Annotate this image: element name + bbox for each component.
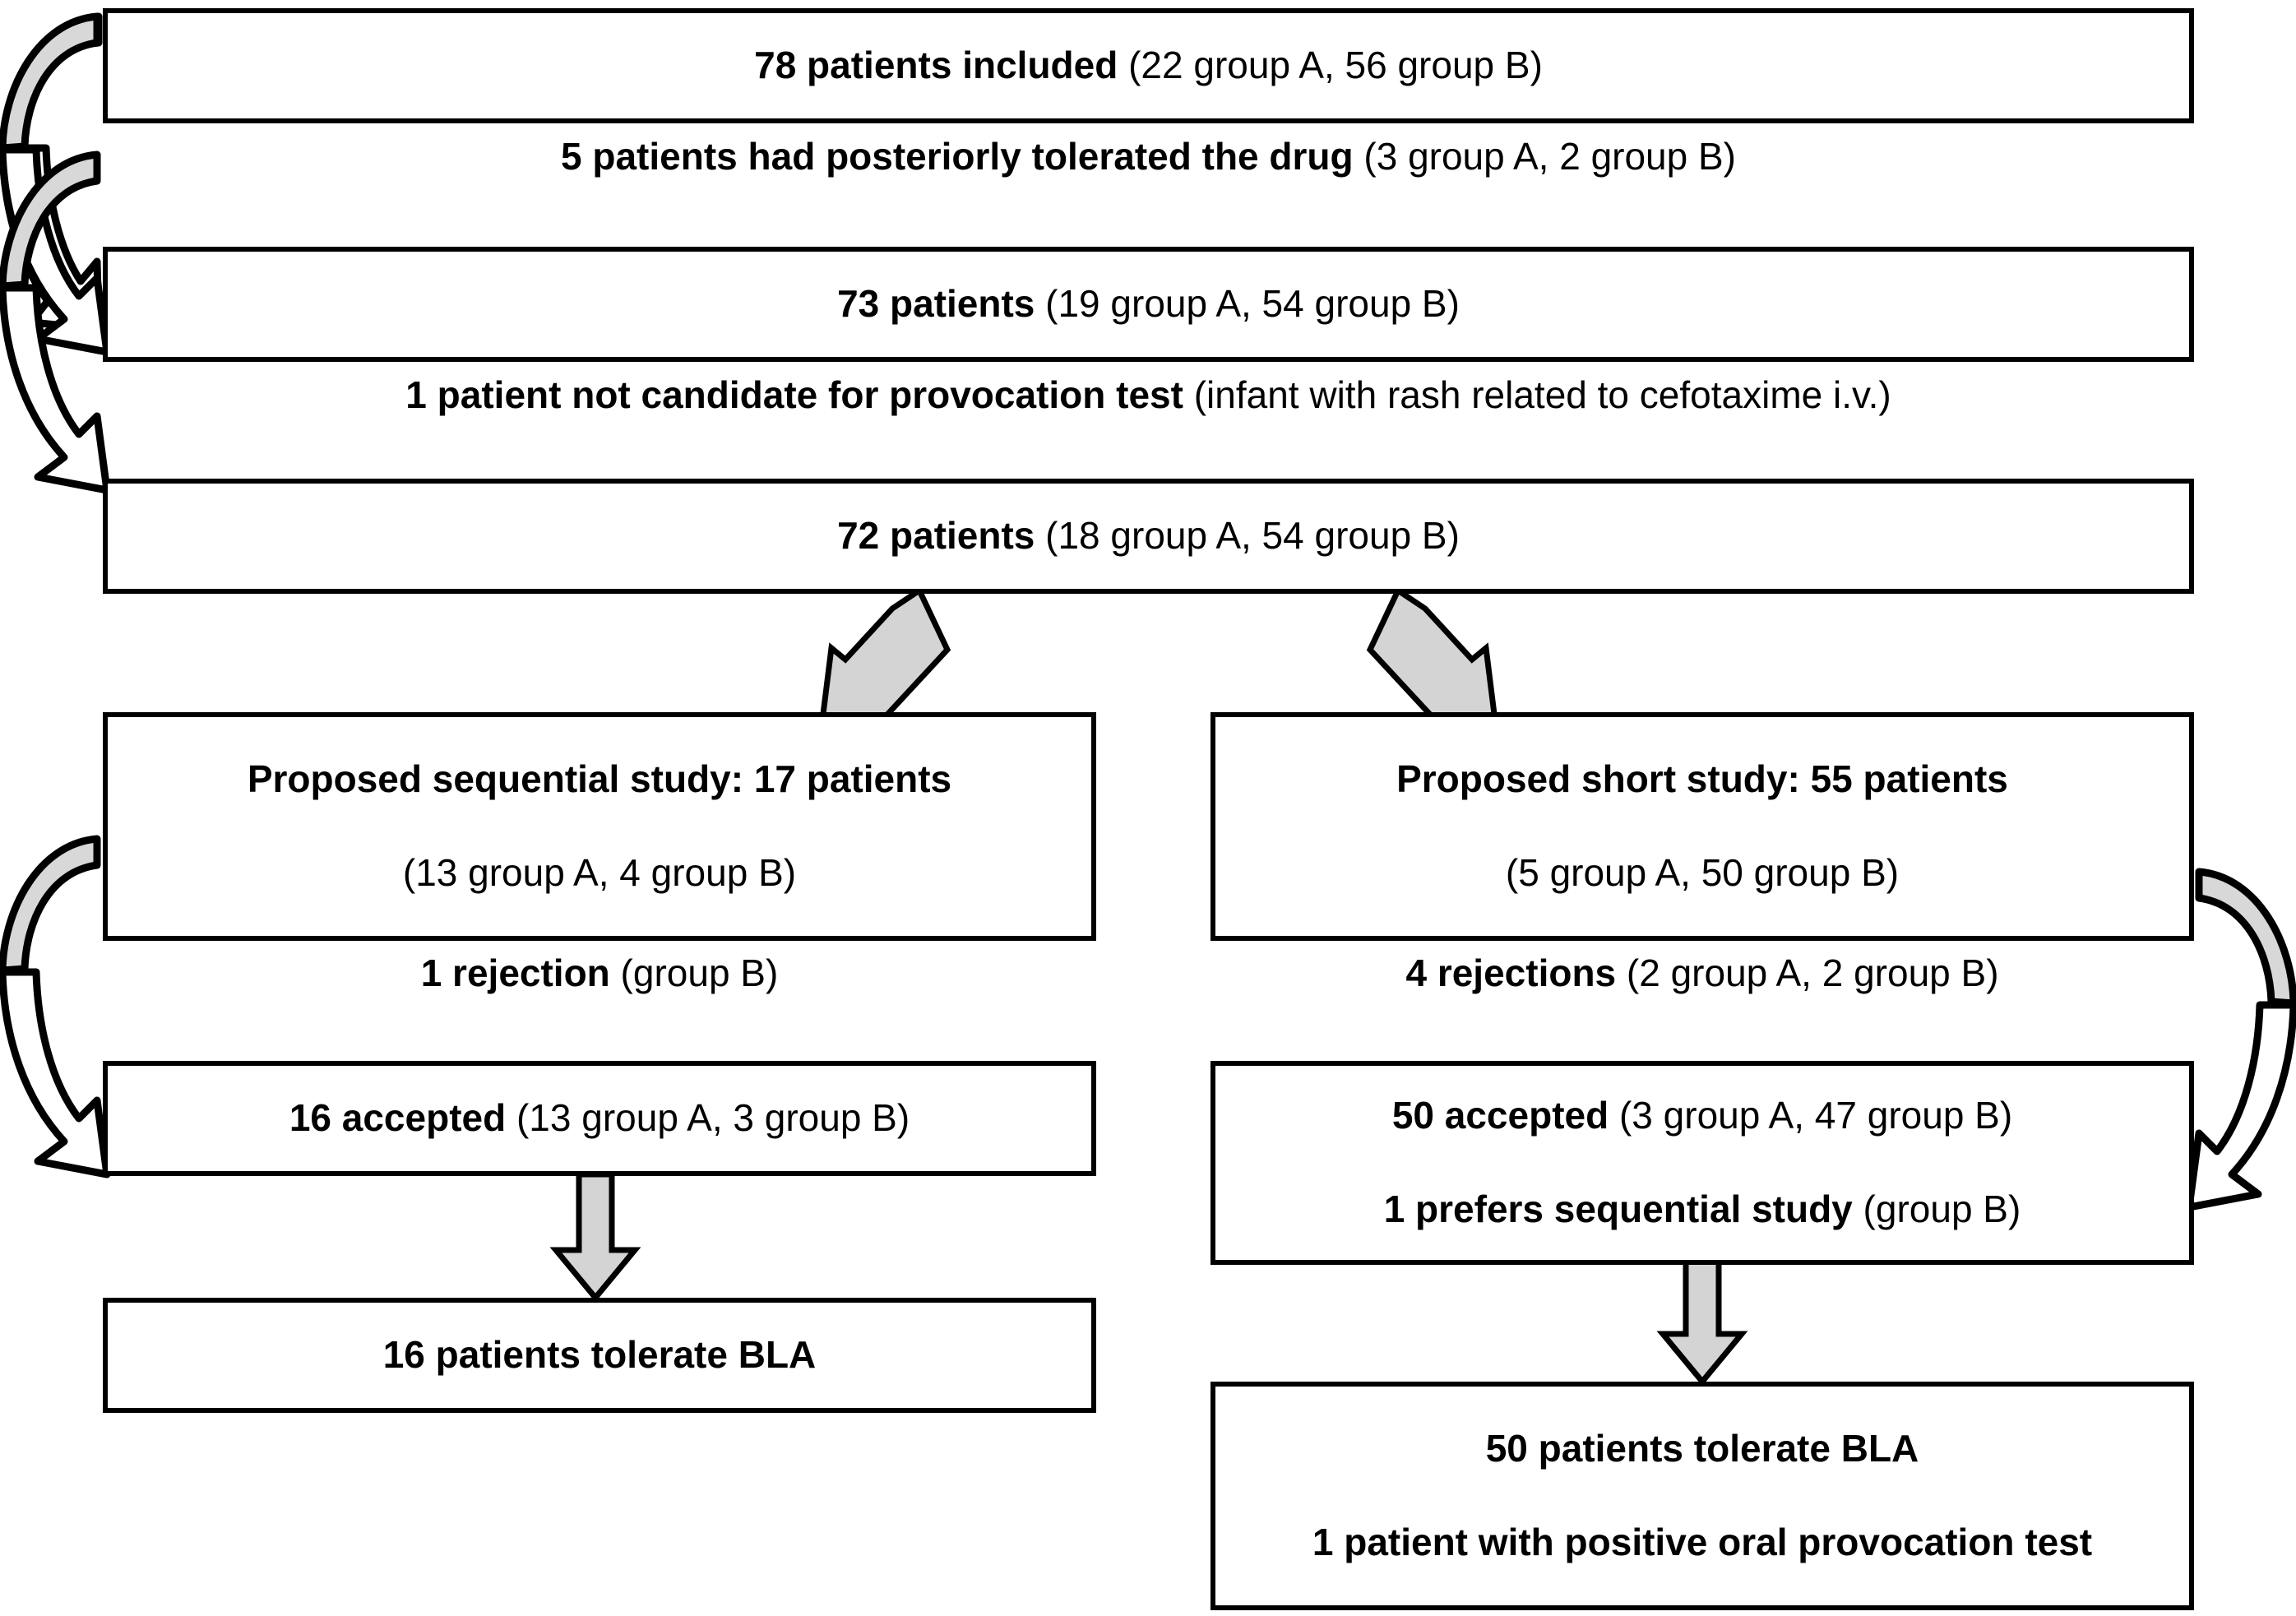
caption-rejection-left-bold: 1 rejection: [420, 952, 610, 994]
diagonal-arrow-right-icon: [1366, 586, 1498, 733]
node-sequential-study: Proposed sequential study: 17 patients (…: [103, 712, 1096, 941]
node-sequential-study-line-2: (13 group A, 4 group B): [108, 851, 1091, 895]
node-short-study-line-2: (5 group A, 50 group B): [1215, 851, 2189, 895]
node-accepted-16: 16 accepted (13 group A, 3 group B): [103, 1061, 1096, 1176]
caption-rejections-right-regular: (2 group A, 2 group B): [1616, 952, 1999, 994]
node-included-bold: 78 patients included: [754, 44, 1118, 87]
node-accepted-50-prefers-regular: (group B): [1852, 1188, 2021, 1230]
node-accepted-16-line-1: 16 accepted (13 group A, 3 group B): [108, 1096, 1091, 1140]
straight-arrow-right-icon: [1656, 1255, 1748, 1387]
node-accepted-16-bold: 16 accepted: [289, 1096, 507, 1140]
node-patients-73-line-1: 73 patients (19 group A, 54 group B): [108, 282, 2189, 326]
curved-arrow-3-icon: [0, 835, 111, 1178]
node-included-regular: (22 group A, 56 group B): [1118, 44, 1543, 87]
node-included: 78 patients included (22 group A, 56 gro…: [103, 8, 2194, 123]
node-short-study-groups: (5 group A, 50 group B): [1505, 851, 1900, 894]
diagonal-arrow-left-icon: [819, 586, 951, 733]
node-sequential-study-bold: Proposed sequential study: 17 patients: [247, 757, 952, 801]
straight-arrow-left-icon: [549, 1171, 641, 1303]
node-accepted-50-line-2: 1 prefers sequential study (group B): [1215, 1188, 2189, 1231]
node-patients-72-bold: 72 patients: [837, 514, 1035, 558]
caption-rejections-right-bold: 4 rejections: [1405, 952, 1617, 994]
caption-tolerated-bold: 5 patients had posteriorly tolerated the…: [561, 135, 1354, 178]
node-accepted-50-line-1: 50 accepted (3 group A, 47 group B): [1215, 1095, 2189, 1137]
curved-arrow-2-icon: [0, 150, 111, 494]
caption-tolerated: 5 patients had posteriorly tolerated the…: [103, 136, 2194, 178]
curved-arrow-4-icon: [2185, 868, 2296, 1211]
caption-not-candidate-regular: (infant with rash related to cefotaxime …: [1183, 373, 1891, 416]
node-accepted-50-regular: (3 group A, 47 group B): [1609, 1094, 2013, 1137]
node-sequential-study-line-1: Proposed sequential study: 17 patients: [108, 758, 1091, 801]
node-accepted-50-bold: 50 accepted: [1391, 1094, 1609, 1137]
curved-arrow-1-icon: [0, 12, 111, 356]
caption-not-candidate: 1 patient not candidate for provocation …: [103, 374, 2194, 416]
node-tolerate-16-bold: 16 patients tolerate BLA: [382, 1333, 817, 1377]
node-tolerate-50-bold: 50 patients tolerate BLA: [1485, 1427, 1919, 1470]
node-short-study-line-1: Proposed short study: 55 patients: [1215, 758, 2189, 801]
caption-not-candidate-bold: 1 patient not candidate for provocation …: [405, 373, 1183, 416]
caption-rejection-left: 1 rejection (group B): [103, 952, 1096, 994]
node-accepted-16-regular: (13 group A, 3 group B): [506, 1096, 910, 1140]
node-patients-73-regular: (19 group A, 54 group B): [1035, 282, 1460, 326]
node-tolerate-50-line-1: 50 patients tolerate BLA: [1215, 1428, 2189, 1470]
caption-rejection-left-regular: (group B): [609, 952, 779, 994]
node-tolerate-16-line-1: 16 patients tolerate BLA: [108, 1333, 1091, 1377]
caption-tolerated-regular: (3 group A, 2 group B): [1353, 135, 1736, 178]
node-patients-72-regular: (18 group A, 54 group B): [1035, 514, 1460, 558]
node-included-line-1: 78 patients included (22 group A, 56 gro…: [108, 44, 2189, 87]
node-sequential-study-groups: (13 group A, 4 group B): [402, 851, 797, 894]
node-accepted-50: 50 accepted (3 group A, 47 group B) 1 pr…: [1210, 1061, 2194, 1265]
node-short-study-bold: Proposed short study: 55 patients: [1396, 757, 2008, 801]
caption-rejections-right: 4 rejections (2 group A, 2 group B): [1210, 952, 2194, 994]
node-patients-73-bold: 73 patients: [837, 282, 1035, 326]
node-patients-72-line-1: 72 patients (18 group A, 54 group B): [108, 514, 2189, 558]
node-tolerate-50-line-2: 1 patient with positive oral provocation…: [1215, 1521, 2189, 1564]
node-patients-72: 72 patients (18 group A, 54 group B): [103, 479, 2194, 594]
node-short-study: Proposed short study: 55 patients (5 gro…: [1210, 712, 2194, 941]
node-tolerate-50-positive-bold: 1 patient with positive oral provocation…: [1312, 1521, 2093, 1563]
node-patients-73: 73 patients (19 group A, 54 group B): [103, 247, 2194, 362]
node-tolerate-50: 50 patients tolerate BLA 1 patient with …: [1210, 1382, 2194, 1610]
node-accepted-50-prefers-bold: 1 prefers sequential study: [1383, 1188, 1853, 1230]
node-tolerate-16: 16 patients tolerate BLA: [103, 1298, 1096, 1413]
